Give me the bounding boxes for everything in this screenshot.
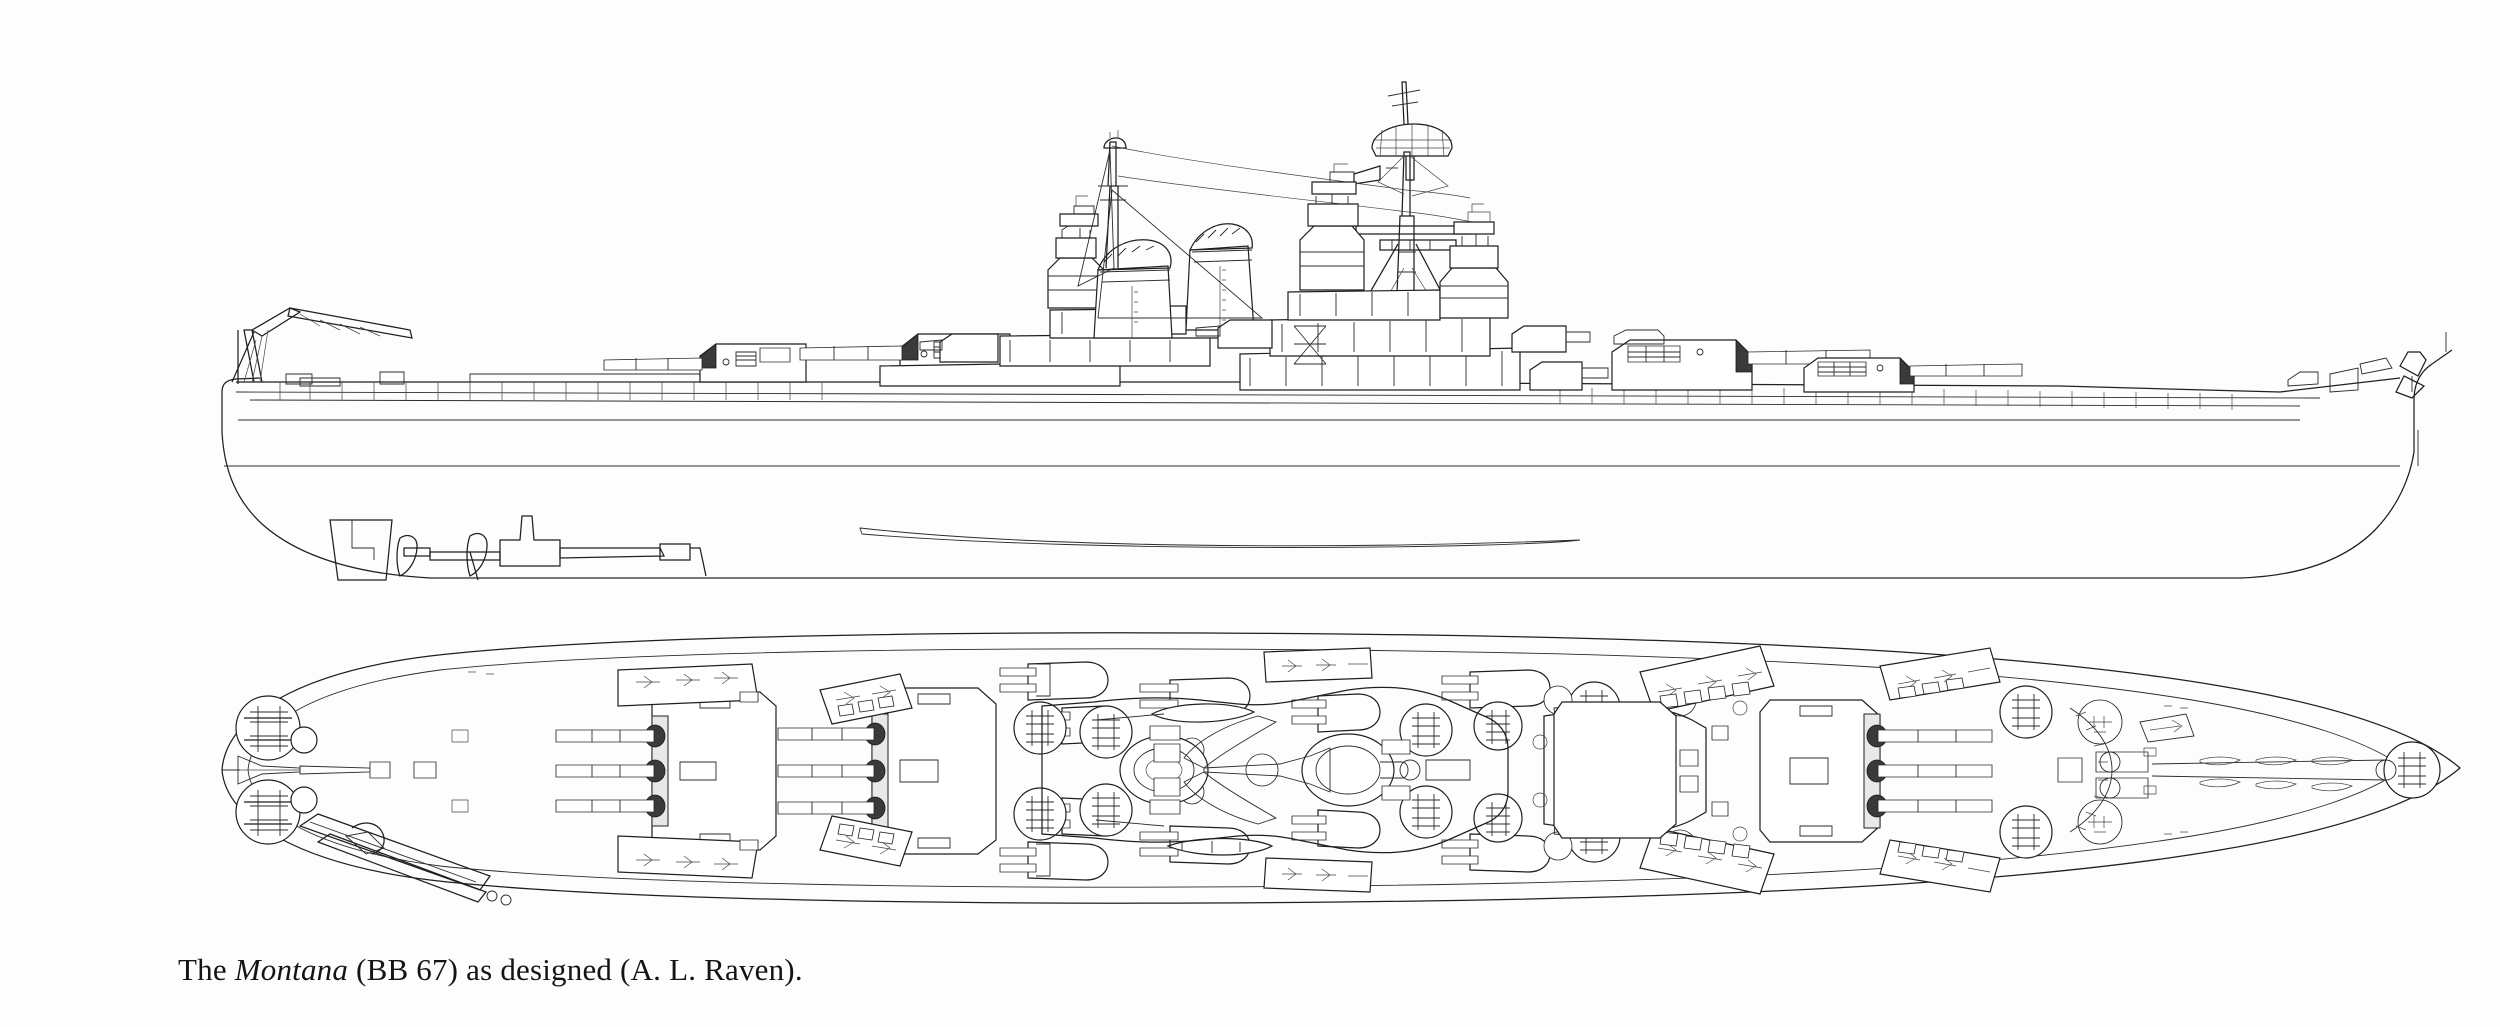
plan-20mm-galleries xyxy=(820,646,2000,894)
starboard-profile-view xyxy=(222,82,2452,580)
air-search-radar-antenna xyxy=(1372,124,1452,180)
profile-bow-fittings xyxy=(2288,332,2446,398)
plan-turret-2 xyxy=(1760,700,1992,842)
profile-forward-mast xyxy=(1078,130,1262,318)
plan-quad-40mm-mount xyxy=(2000,686,2052,738)
plan-forward-funnel xyxy=(1302,734,1420,806)
plan-5in-mount xyxy=(1000,662,1108,700)
plan-20mm-gallery xyxy=(1880,840,2000,892)
profile-turret-4 xyxy=(604,344,806,382)
plan-aircraft-catapult xyxy=(300,814,511,905)
figure-caption: The Montana (BB 67) as designed (A. L. R… xyxy=(178,952,803,988)
plan-quad-40mm-mount xyxy=(1080,784,1132,836)
plan-quad-40mm-stern-starboard xyxy=(236,780,317,844)
caption-trailing: (BB 67) as designed (A. L. Raven). xyxy=(348,952,803,987)
plan-quad-40mm-mount xyxy=(1474,702,1522,750)
plan-quad-40mm-mount xyxy=(1400,786,1452,838)
plan-quad-40mm-mount xyxy=(1014,788,1066,840)
plan-bow-fittings xyxy=(2058,706,2440,834)
propeller-outboard xyxy=(397,536,430,576)
deck-plan-view xyxy=(222,633,2460,905)
plan-quad-40mm-mount xyxy=(1014,702,1066,754)
profile-hull xyxy=(222,350,2452,578)
plan-20mm-gallery xyxy=(1264,648,1372,682)
profile-forward-superstructure xyxy=(1240,290,1520,390)
plan-turret-4 xyxy=(556,692,776,850)
plan-superstructure-block xyxy=(1042,687,1508,853)
plan-20mm-gallery xyxy=(1880,648,2000,700)
plan-quad-40mm-mounts xyxy=(1014,682,2052,862)
profile-turret-2 xyxy=(1612,330,1870,390)
plan-20mm-gallery xyxy=(1264,858,1372,892)
plan-quad-40mm-mount xyxy=(1474,794,1522,842)
plan-5in-mount xyxy=(1442,834,1550,872)
profile-forward-fire-control-tower xyxy=(1300,164,1364,290)
caption-ship-name: Montana xyxy=(234,952,349,987)
profile-aft-director-tower xyxy=(1048,196,1104,308)
plan-20mm-gallery xyxy=(820,674,912,724)
profile-aft-funnel xyxy=(1186,224,1254,330)
profile-forward-funnel xyxy=(1094,240,1172,338)
plan-5in-mount xyxy=(1292,810,1380,848)
plan-20mm-gallery-stern xyxy=(618,664,758,878)
plan-quad-40mm-mount xyxy=(2000,806,2052,858)
profile-forward-5in-mounts xyxy=(1196,320,1608,390)
profile-stern-appendages xyxy=(330,516,706,580)
profile-turret-1 xyxy=(1804,358,2022,392)
plan-5in-mount xyxy=(1442,670,1550,708)
propeller-inboard xyxy=(467,534,487,576)
plan-20mm-gallery xyxy=(1640,646,1774,712)
plan-boats xyxy=(1152,704,1272,855)
plan-quad-40mm-stern-port xyxy=(236,696,317,760)
profile-antenna-rigging xyxy=(1112,146,1472,222)
plan-20mm-gallery xyxy=(820,816,912,866)
caption-lead: The xyxy=(178,952,235,987)
plan-deck-misc xyxy=(452,692,2156,850)
plan-turret-1 xyxy=(1554,702,1676,838)
plan-quad-40mm-mount xyxy=(1080,706,1132,758)
plan-ships-boat xyxy=(1152,704,1254,722)
plan-quad-40mm-mount xyxy=(1400,704,1452,756)
profile-aircraft-crane xyxy=(232,308,412,384)
plan-stern-fittings xyxy=(222,672,511,905)
plan-20mm-gallery xyxy=(1640,828,1774,894)
plan-5in-mount xyxy=(1000,842,1108,880)
profile-bridge-conning-tower xyxy=(1440,204,1508,318)
plan-5in-mount xyxy=(1292,694,1380,732)
